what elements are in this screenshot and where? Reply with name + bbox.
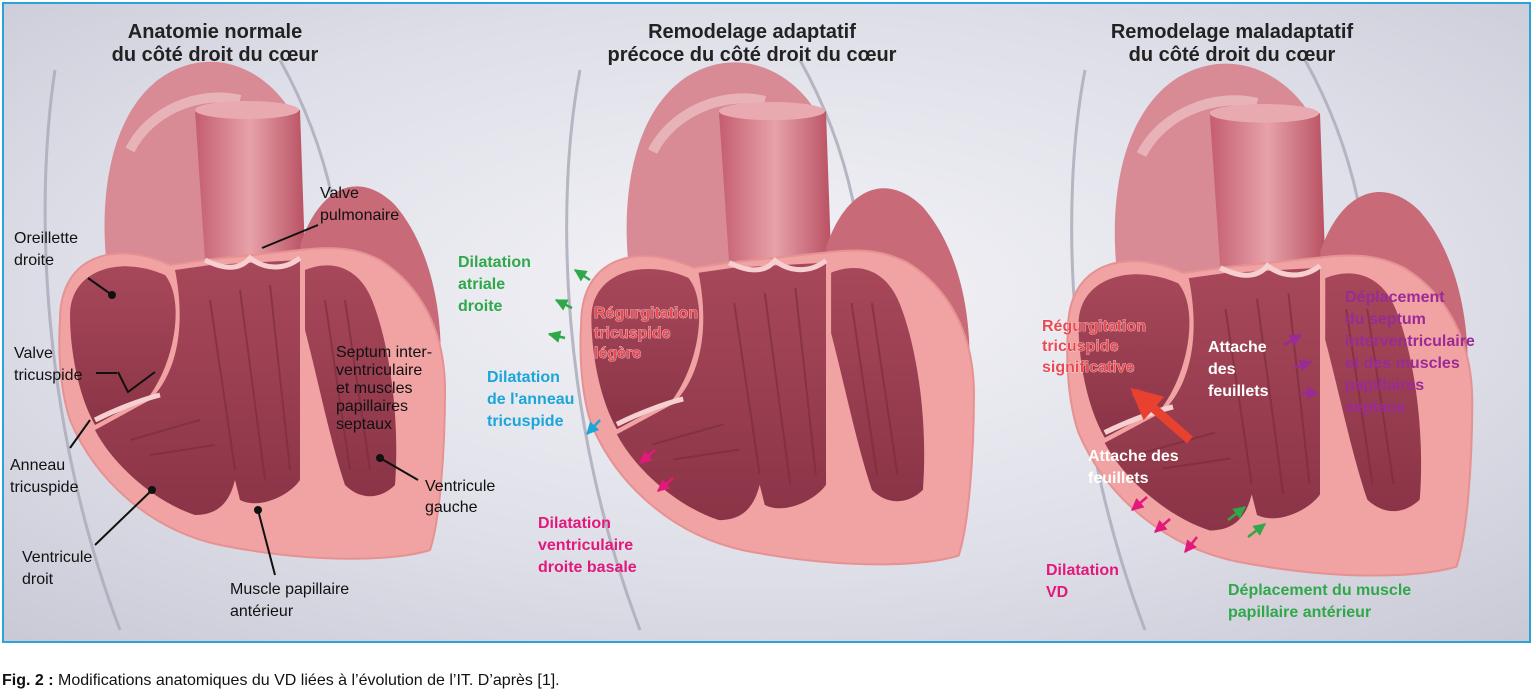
papillary-shift-label-2: papillaire antérieur — [1228, 604, 1371, 621]
tricuspid-annulus-label-2: tricuspide — [10, 479, 79, 496]
annulus-dilation-label-2: de l'anneau — [487, 391, 574, 408]
atrial-dilation-label-2: atriale — [458, 276, 505, 293]
atrial-dilation-label-3: droite — [458, 298, 503, 315]
panel-normal-anatomy: Anatomie normale du côté droit du cœur V… — [10, 21, 495, 620]
tricuspid-valve-label-1: Valve — [14, 345, 53, 362]
annulus-dilation-arrow — [586, 419, 601, 435]
rv-dilation-label-2: VD — [1046, 584, 1068, 601]
ventricular-dilation-arrows — [639, 449, 674, 492]
ventricular-dilation-label-3: droite basale — [538, 559, 637, 576]
right-ventricle-label-1: Ventricule — [22, 549, 92, 566]
panel-1-leader-lines — [69, 224, 419, 576]
septum-shift-label-2: du septum — [1345, 311, 1426, 328]
panel-1-leader-dots — [108, 291, 384, 514]
caption-label: Fig. 2 : — [2, 672, 54, 689]
papillary-muscle-label-1: Muscle papillaire — [230, 581, 349, 598]
significant-regurgitation-label-3: significative — [1042, 359, 1135, 376]
ventricular-dilation-label-2: ventriculaire — [538, 537, 633, 554]
septum-shift-label-3: interventriculaire — [1345, 333, 1475, 350]
leaflet-attachment-label-b-1: Attache des — [1088, 448, 1179, 465]
mild-regurgitation-label-2: tricuspide — [594, 325, 671, 342]
leaflet-attachment-label-a-1: Attache — [1208, 339, 1267, 356]
septum-label-5: septaux — [336, 416, 392, 433]
pulmonary-valve-label-1: Valve — [320, 185, 359, 202]
heart-illustration: Anatomie normale du côté droit du cœur V… — [4, 4, 1529, 641]
regurgitation-jet-arrow — [1130, 387, 1193, 444]
mild-regurgitation-label-1: Régurgitation — [594, 305, 698, 322]
septum-shift-label-6: septaux — [1345, 399, 1406, 416]
septum-shift-arrows — [1283, 333, 1320, 400]
leaflet-attachment-label-a-3: feuillets — [1208, 383, 1269, 400]
right-atrium-label-2: droite — [14, 252, 54, 269]
figure-frame — [2, 2, 1531, 643]
septum-label-3: et muscles — [336, 380, 412, 397]
leaflet-attachment-label-a-2: des — [1208, 361, 1236, 378]
panel-2-title-line-1: Remodelage adaptatif — [648, 21, 856, 43]
left-ventricle-label-2: gauche — [425, 499, 478, 516]
septum-label-1: Septum inter- — [336, 344, 432, 361]
tricuspid-valve-label-2: tricuspide — [14, 367, 83, 384]
tricuspid-annulus-label-1: Anneau — [10, 457, 65, 474]
pulmonary-valve-label-2: pulmonaire — [320, 207, 399, 224]
annulus-dilation-label-1: Dilatation — [487, 369, 560, 386]
atrial-dilation-arrows — [547, 268, 591, 343]
rv-dilation-label-1: Dilatation — [1046, 562, 1119, 579]
right-atrium-label-1: Oreillette — [14, 230, 78, 247]
panel-1-title-line-1: Anatomie normale — [128, 21, 302, 43]
caption-text: Modifications anatomiques du VD liées à … — [53, 672, 560, 689]
panel-maladaptive-remodeling: Remodelage maladaptatif du côté droit du… — [1042, 21, 1475, 621]
panel-adaptive-remodeling: Remodelage adaptatif précoce du côté dro… — [458, 21, 897, 576]
significant-regurgitation-label-1: Régurgitation — [1042, 318, 1146, 335]
mild-regurgitation-label-3: légère — [594, 345, 641, 362]
septum-label-2: ventriculaire — [336, 362, 422, 379]
significant-regurgitation-label-2: tricuspide — [1042, 338, 1119, 355]
right-ventricle-label-2: droit — [22, 571, 54, 588]
ventricular-dilation-label-1: Dilatation — [538, 515, 611, 532]
panel-2-title-line-2: précoce du côté droit du cœur — [608, 44, 897, 66]
panel-3-title-line-1: Remodelage maladaptatif — [1111, 21, 1354, 43]
papillary-muscle-label-2: antérieur — [230, 603, 294, 620]
figure-caption: Fig. 2 : Modifications anatomiques du VD… — [2, 672, 560, 690]
panel-3-title-line-2: du côté droit du cœur — [1129, 44, 1336, 66]
septum-shift-label-4: et des muscles — [1345, 355, 1460, 372]
septum-shift-label-5: papillaires — [1345, 377, 1424, 394]
annulus-dilation-label-3: tricuspide — [487, 413, 564, 430]
septum-shift-label-1: Déplacement — [1345, 289, 1445, 306]
rv-dilation-arrows — [1131, 496, 1198, 553]
leaflet-attachment-label-b-2: feuillets — [1088, 470, 1149, 487]
panel-1-title-line-2: du côté droit du cœur — [112, 44, 319, 66]
septum-label-4: papillaires — [336, 398, 408, 415]
papillary-shift-arrows — [1227, 506, 1266, 538]
atrial-dilation-label-1: Dilatation — [458, 254, 531, 271]
left-ventricle-label-1: Ventricule — [425, 478, 495, 495]
papillary-shift-label-1: Déplacement du muscle — [1228, 582, 1411, 599]
figure: Anatomie normale du côté droit du cœur V… — [2, 2, 1531, 643]
